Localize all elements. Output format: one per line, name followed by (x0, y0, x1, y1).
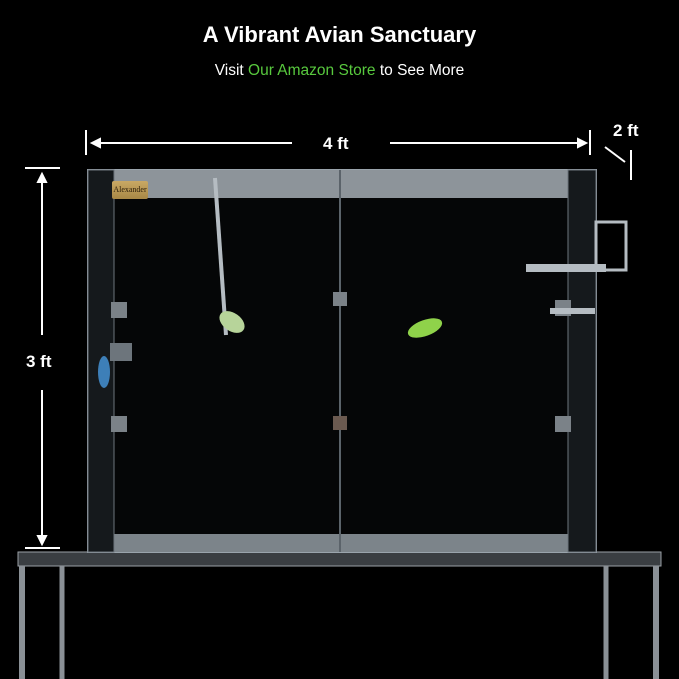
width-label: 4 ft (323, 134, 349, 153)
headline: A Vibrant Avian Sanctuary (202, 22, 477, 47)
cage-frame (87, 169, 628, 553)
metal-stand (17, 551, 662, 679)
subtitle-suffix: to See More (375, 62, 465, 79)
nameplate: Alexander (112, 181, 148, 199)
dimension-arrows (25, 130, 632, 549)
height-label: 3 ft (26, 352, 52, 371)
subtitle-prefix: Visit (214, 62, 249, 79)
depth-label: 2 ft (613, 121, 639, 140)
amazon-store-link[interactable]: Our Amazon Store (248, 62, 376, 79)
birds (98, 311, 443, 388)
subtitle: Visit Our Amazon Store to See More (0, 62, 679, 80)
